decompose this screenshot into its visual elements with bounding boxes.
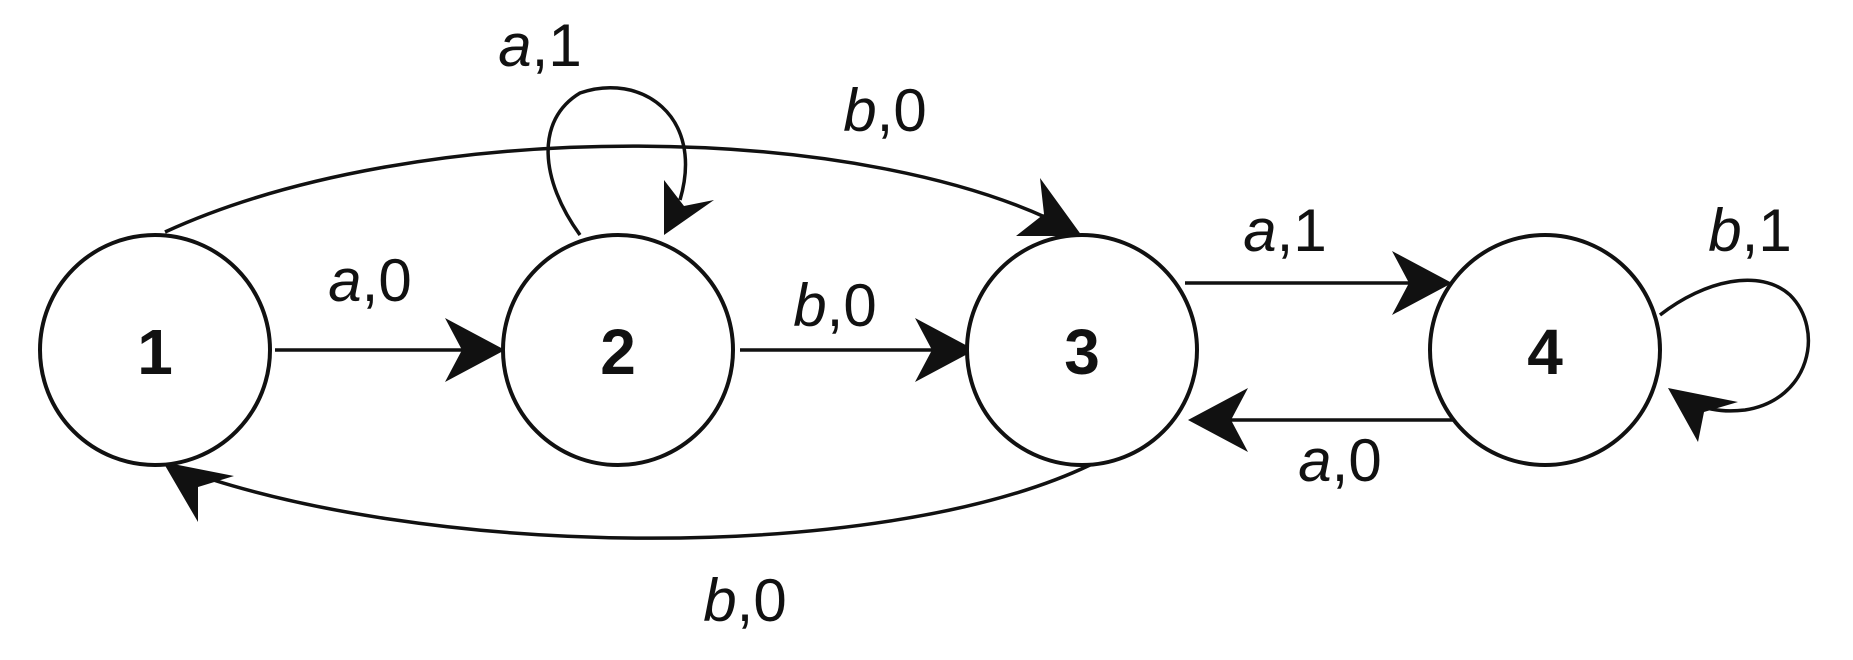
edge-3-1 <box>169 463 1091 540</box>
state-3: 3 <box>965 233 1199 467</box>
label-2-2: a,1 <box>498 12 581 79</box>
arrowhead-3-1 <box>163 462 234 522</box>
states: 1 2 3 4 <box>38 233 1662 467</box>
state-1: 1 <box>38 233 272 467</box>
state-2-circle <box>501 233 735 467</box>
label-1-2: a,0 <box>328 247 411 314</box>
state-4: 4 <box>1428 233 1662 467</box>
state-1-label: 1 <box>137 316 173 388</box>
edge-labels: a,0 b,0 a,1 b,0 a,1 b,0 a,0 b,1 <box>328 12 1791 634</box>
edge-4-4 <box>1658 278 1811 413</box>
edge-1-3 <box>164 144 1076 234</box>
label-4-4: b,1 <box>1708 197 1791 264</box>
label-3-1: b,0 <box>703 567 786 634</box>
state-2-label: 2 <box>600 316 636 388</box>
arrowhead-4-4 <box>1668 388 1738 442</box>
state-3-label: 3 <box>1064 316 1100 388</box>
state-1-circle <box>38 233 272 467</box>
state-3-circle <box>965 233 1199 467</box>
arrowhead-2-2 <box>664 180 714 235</box>
label-1-3: b,0 <box>843 77 926 144</box>
arrowhead-1-2 <box>445 318 505 382</box>
arrowhead-4-3 <box>1188 388 1248 452</box>
arrowhead-3-4 <box>1392 251 1452 315</box>
edge-2-2 <box>546 86 688 237</box>
label-4-3: a,0 <box>1298 427 1381 494</box>
label-3-4: a,1 <box>1243 197 1326 264</box>
state-4-label: 4 <box>1527 316 1563 388</box>
label-2-3: b,0 <box>793 272 876 339</box>
edges <box>163 86 1811 540</box>
state-4-circle <box>1428 233 1662 467</box>
arrowhead-1-3 <box>1016 178 1082 236</box>
arrowhead-2-3 <box>915 318 975 382</box>
state-2: 2 <box>501 233 735 467</box>
